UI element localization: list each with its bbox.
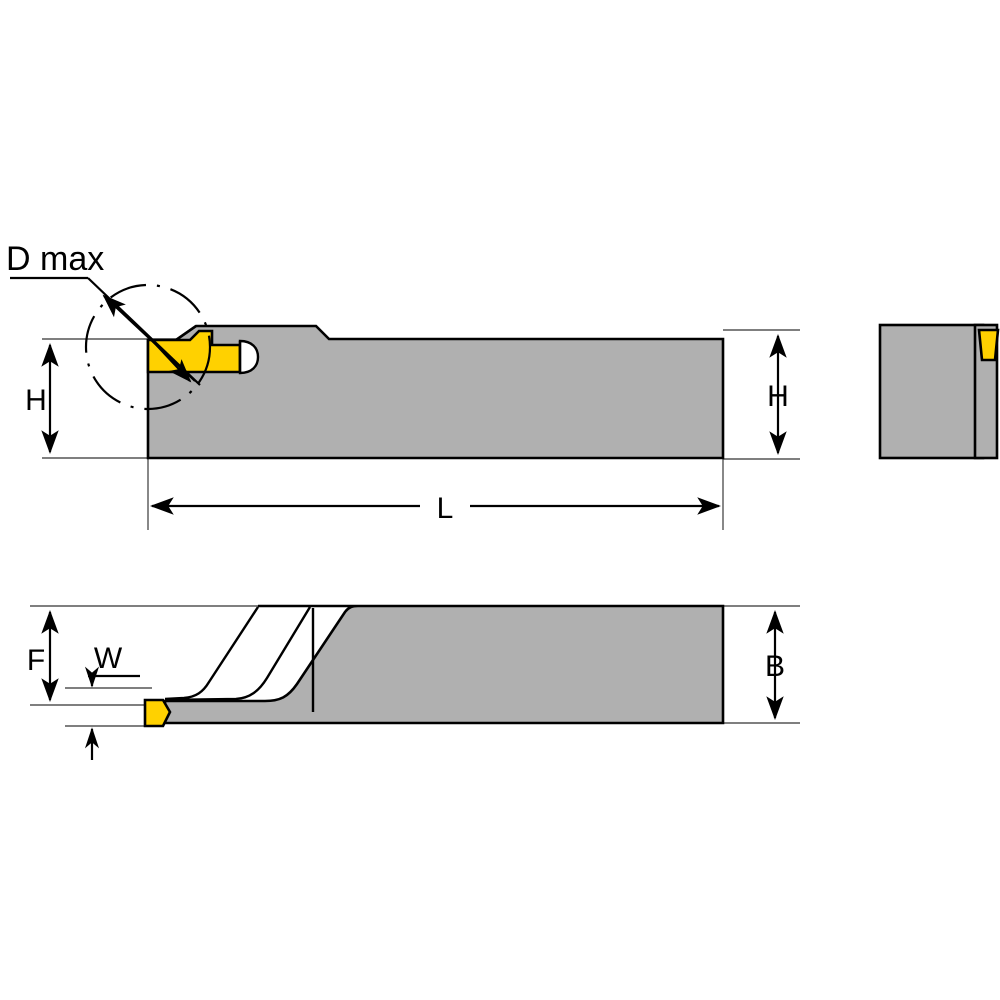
end-view-insert (977, 328, 1000, 362)
bottom-view-upper-taper-edge (164, 606, 260, 701)
side-view-clamp-screw (238, 339, 260, 375)
bottom-view-group: F W B (27, 604, 800, 760)
bottom-view-extension-lines (30, 605, 800, 727)
h-dimension-label-right: H (767, 380, 789, 413)
w-dimension-label: W (94, 642, 123, 675)
side-view-head-bevel (175, 325, 197, 341)
end-view-group (878, 323, 1000, 460)
side-view-group: D max H H L (6, 240, 800, 530)
d-max-envelope-circle (84, 283, 212, 411)
d-max-label: D max (6, 240, 104, 278)
l-dimension-label: L (437, 492, 454, 525)
b-dimension-label: B (765, 650, 785, 683)
f-dimension-label: F (27, 644, 45, 677)
h-dimension-label-left: H (25, 384, 47, 417)
bottom-view-insert (143, 698, 172, 728)
bottom-view-shank-body (163, 604, 725, 725)
end-view-shank-block (878, 323, 985, 460)
d-max-arrow-lower (147, 335, 192, 383)
bottom-view-lower-taper-edge (164, 606, 312, 702)
